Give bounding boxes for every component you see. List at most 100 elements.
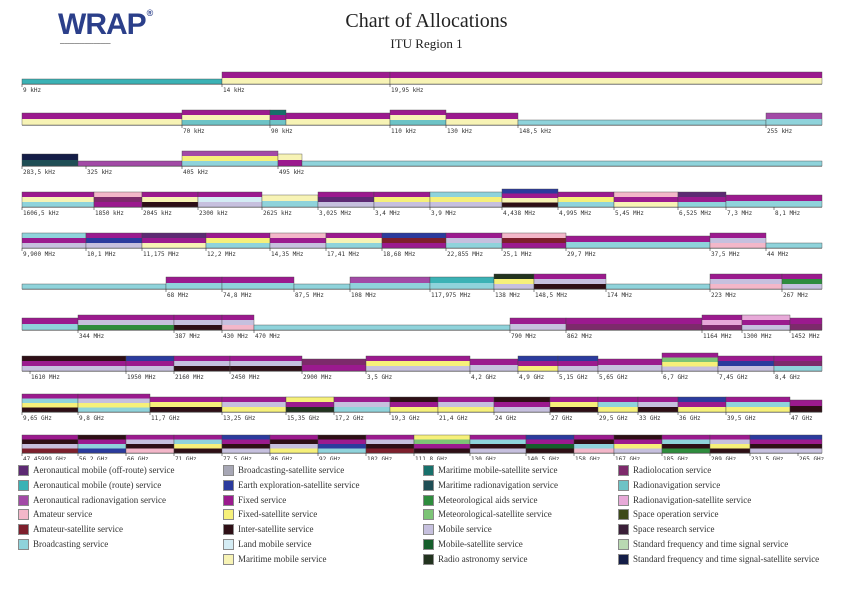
allocation-band — [518, 366, 558, 371]
allocation-band — [574, 444, 614, 449]
allocation-band — [366, 356, 470, 361]
allocation-band — [22, 356, 126, 361]
frequency-label: 1606,5 kHz — [23, 210, 60, 217]
allocation-band — [494, 407, 550, 412]
allocation-band — [678, 407, 726, 412]
allocation-band — [470, 448, 526, 453]
allocation-band — [174, 444, 222, 449]
allocation-band — [726, 201, 822, 207]
frequency-label: 37,5 MHz — [711, 251, 740, 258]
legend-swatch — [223, 494, 234, 506]
allocation-band — [22, 398, 78, 403]
frequency-label: 15,35 GHz — [287, 415, 320, 422]
legend-swatch — [18, 465, 29, 476]
band-outline — [221, 314, 255, 331]
allocation-band — [230, 361, 302, 366]
allocation-band — [142, 197, 198, 202]
allocation-band — [614, 439, 662, 444]
frequency-label: 9,8 GHz — [79, 415, 105, 422]
allocation-band — [726, 407, 790, 412]
allocation-band — [518, 361, 558, 366]
frequency-label: 18,68 MHz — [383, 251, 416, 258]
frequency-label: 44 MHz — [767, 251, 789, 258]
allocation-band — [430, 202, 502, 207]
legend-label: Aeronautical mobile (off-route) service — [33, 465, 175, 475]
band-outline — [773, 355, 823, 372]
frequency-label: 29,7 MHz — [567, 251, 596, 258]
frequency-label: 22,855 MHz — [447, 251, 484, 258]
allocation-band — [318, 197, 374, 202]
frequency-label: 1610 MHz — [31, 374, 60, 381]
legend-item: Radionavigation-satellite service — [618, 494, 838, 506]
legend-item: Broadcasting service — [18, 539, 228, 550]
allocation-band — [390, 402, 438, 407]
frequency-label: 2625 kHz — [263, 210, 292, 217]
allocation-band — [222, 78, 390, 84]
frequency-label: 9,65 GHz — [23, 415, 52, 422]
legend-swatch — [618, 494, 629, 506]
allocation-band — [22, 394, 78, 399]
allocation-band — [430, 283, 494, 289]
allocation-band — [750, 448, 822, 453]
allocation-band — [638, 397, 678, 402]
allocation-band — [366, 448, 414, 453]
allocation-band — [502, 243, 566, 248]
allocation-band — [750, 435, 822, 440]
frequency-label: 7,45 GHz — [719, 374, 748, 381]
allocation-band — [446, 238, 502, 243]
frequency-label: 33 GHz — [639, 415, 661, 422]
allocation-band — [710, 233, 766, 238]
legend-label: Space research service — [633, 524, 715, 535]
frequency-label: 209 GHz — [711, 456, 737, 460]
legend-label: Maritime mobile service — [238, 553, 327, 564]
frequency-label: 4,9 GHz — [519, 374, 545, 381]
allocation-band — [142, 233, 206, 238]
frequency-label: 6,7 GHz — [663, 374, 689, 381]
allocation-band — [566, 236, 710, 242]
legend-item: Meteorological aids service — [423, 494, 633, 506]
frequency-label: 14,35 MHz — [271, 251, 304, 258]
allocation-band — [286, 397, 334, 402]
band-outline — [789, 399, 823, 413]
frequency-label: 19,95 kHz — [391, 87, 424, 94]
legend-swatch — [18, 479, 29, 491]
allocation-band — [254, 325, 510, 330]
frequency-label: 158 GHz — [575, 456, 601, 460]
allocation-band — [526, 448, 574, 453]
frequency-label: 27 GHz — [551, 415, 573, 422]
frequency-label: 70 kHz — [183, 128, 205, 135]
allocation-band — [22, 243, 86, 248]
allocation-band — [710, 243, 766, 248]
allocation-band — [366, 361, 470, 366]
frequency-label: 2300 kHz — [199, 210, 228, 217]
allocation-band — [374, 192, 430, 197]
allocation-band — [278, 160, 302, 166]
frequency-label: 5,45 MHz — [615, 210, 644, 217]
logo-text: WRAP — [58, 8, 147, 41]
legend-label: Aeronautical radionavigation service — [33, 494, 166, 505]
band-outline — [781, 273, 823, 290]
allocation-band — [614, 448, 662, 453]
frequency-label: 265 GHz — [799, 456, 825, 460]
frequency-label: 130 GHz — [471, 456, 497, 460]
frequency-label: 185 GHz — [663, 456, 689, 460]
frequency-label: 71 GHz — [175, 456, 197, 460]
allocation-band — [678, 197, 726, 202]
allocation-band — [326, 233, 382, 238]
allocation-band — [774, 366, 822, 371]
allocation-band — [550, 397, 598, 402]
legend-label: Mobile-satellite service — [438, 539, 523, 549]
legend-swatch — [223, 524, 234, 536]
allocation-band — [78, 403, 150, 408]
allocation-band — [230, 366, 302, 371]
band-outline — [709, 232, 767, 249]
legend-label: Aeronautical mobile (route) service — [33, 479, 162, 490]
allocation-band — [742, 320, 790, 325]
allocation-band — [430, 277, 494, 283]
frequency-label: 77,5 GHz — [223, 456, 252, 460]
band-outline — [277, 153, 303, 167]
frequency-label: 5,65 GHz — [599, 374, 628, 381]
